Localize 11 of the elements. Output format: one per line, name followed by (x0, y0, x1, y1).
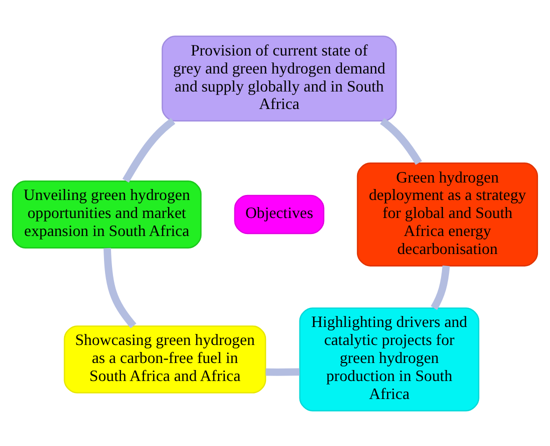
node-box: Showcasing green hydrogen as a carbon-free fuel in South Africa and Africa (64, 325, 266, 393)
node-box: Green hydrogen deployment as a strategy for global and South Africa energy decarbonisation (356, 162, 538, 266)
connector (430, 265, 450, 310)
connector (104, 247, 136, 328)
node-box: Provision of current state of grey and green hydrogen demand and supply globally and in South Africa (162, 35, 397, 121)
node-box: Unveiling green hydrogen opportunities and market expansion in South Africa (12, 180, 202, 248)
connector (122, 117, 176, 182)
connector (266, 368, 300, 376)
connector (380, 118, 422, 164)
node-box: Objectives (234, 194, 324, 234)
node-box: Highlighting drivers and catalytic projects for green hydrogen production in South Africa (299, 307, 480, 411)
